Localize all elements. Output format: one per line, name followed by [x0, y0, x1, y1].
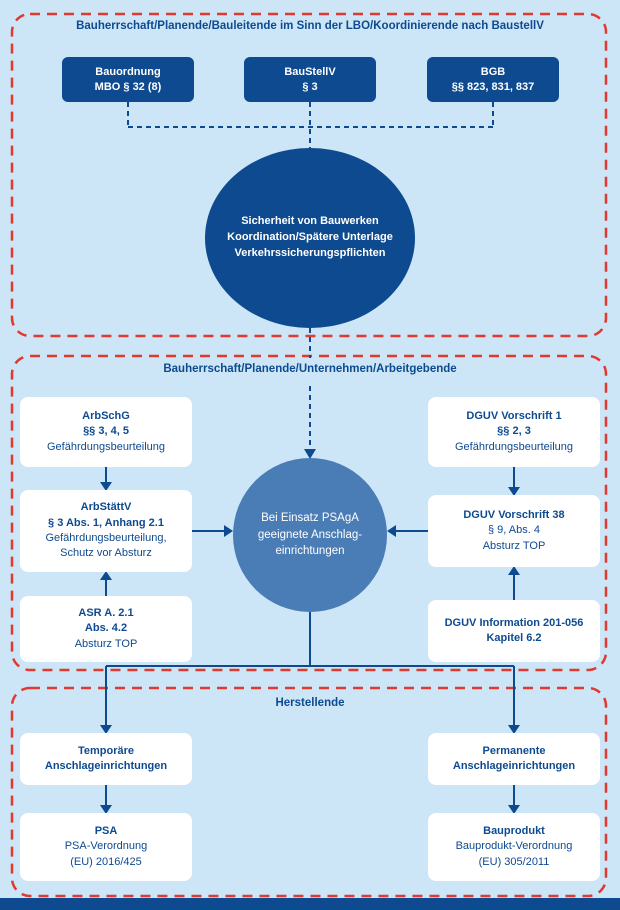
line: Gefährdungsbeurteilung [46, 440, 166, 453]
law-box-bauordnung: Bauordnung MBO § 32 (8) [62, 57, 194, 102]
line: (EU) 2016/425 [70, 855, 142, 868]
line: Bauprodukt [483, 824, 545, 837]
line: Temporäre [77, 744, 135, 757]
box-psa-verordnung: PSA PSA-Verordnung (EU) 2016/425 [20, 813, 192, 881]
line: geeignete Anschlag- [257, 528, 363, 541]
psaga-circle: Bei Einsatz PSAgA geeignete Anschlag- ei… [233, 458, 387, 612]
dashed-arrow-to-circle [304, 328, 316, 459]
circle-to-bottom-connectors [100, 612, 520, 734]
line: Absturz TOP [74, 637, 138, 650]
line: §§ 2, 3 [497, 425, 531, 438]
line: §§ 823, 831, 837 [451, 80, 535, 93]
line: PSA-Verordnung [64, 840, 148, 853]
box-dguv-vorschrift-38: DGUV Vorschrift 38 § 9, Abs. 4 Absturz T… [428, 495, 600, 567]
section-bottom-border [10, 686, 608, 898]
footer-bar [0, 898, 620, 910]
box-permanente-anschlageinrichtungen: Permanente Anschlageinrichtungen [428, 733, 600, 785]
middle-left-arrows [100, 467, 233, 596]
line: DGUV Vorschrift 38 [463, 508, 565, 521]
line: Bauordnung [95, 65, 161, 78]
box-temporaere-anschlageinrichtungen: Temporäre Anschlageinrichtungen [20, 733, 192, 785]
line: ArbStättV [80, 501, 132, 514]
line: Koordination/Spätere Unterlage [227, 231, 393, 244]
box-asr: ASR A. 2.1 Abs. 4.2 Absturz TOP [20, 596, 192, 662]
line: Abs. 4.2 [84, 622, 128, 635]
line: Sicherheit von Bauwerken [241, 215, 379, 228]
line: Anschlageinrichtungen [44, 760, 168, 772]
line: MBO § 32 (8) [94, 80, 162, 93]
bottom-arrows [100, 785, 520, 814]
line: Gefährdungsbeurteilung, [45, 532, 167, 544]
box-dguv-vorschrift-1: DGUV Vorschrift 1 §§ 2, 3 Gefährdungsbeu… [428, 397, 600, 467]
section-top-title: Bauherrschaft/Planende/Bauleitende im Si… [76, 20, 544, 32]
line: BauStellV [284, 65, 336, 78]
line: § 3 [302, 80, 318, 93]
line: Permanente [482, 744, 546, 757]
box-dguv-information: DGUV Information 201-056 Kapitel 6.2 [428, 600, 600, 662]
line: ArbSchG [82, 409, 130, 422]
top-dashed-connectors [127, 102, 494, 150]
law-box-bgb: BGB §§ 823, 831, 837 [427, 57, 559, 102]
law-box-baustellv: BauStellV § 3 [244, 57, 376, 102]
line: Anschlageinrichtungen [452, 760, 576, 772]
section-middle-title: Bauherrschaft/Planende/Unternehmen/Arbei… [163, 363, 457, 375]
line: § 3 Abs. 1, Anhang 2.1 [48, 516, 164, 529]
box-arbschg: ArbSchG §§ 3, 4, 5 Gefährdungsbeurteilun… [20, 397, 192, 467]
line: PSA [94, 824, 118, 837]
line: Bauprodukt-Verordnung [455, 840, 573, 853]
line: BGB [480, 65, 506, 78]
box-arbstaettv: ArbStättV § 3 Abs. 1, Anhang 2.1 Gefährd… [20, 490, 192, 572]
line: Kapitel 6.2 [486, 632, 542, 644]
safety-ellipse: Sicherheit von Bauwerken Koordination/Sp… [205, 148, 415, 328]
line: Bei Einsatz PSAgA [261, 511, 359, 524]
line: DGUV Vorschrift 1 [466, 409, 562, 422]
line: §§ 3, 4, 5 [83, 425, 129, 438]
line: Gefährdungsbeurteilung [454, 440, 574, 453]
section-top-border [10, 12, 608, 338]
line: einrichtungen [275, 545, 345, 558]
section-bottom-title: Herstellende [275, 697, 345, 709]
line: Absturz TOP [482, 539, 546, 552]
line: ASR A. 2.1 [78, 606, 134, 619]
box-bauprodukt-verordnung: Bauprodukt Bauprodukt-Verordnung (EU) 30… [428, 813, 600, 881]
line: § 9, Abs. 4 [488, 524, 540, 537]
line: DGUV Information 201-056 [444, 616, 584, 629]
line: (EU) 305/2011 [478, 855, 550, 868]
line: Schutz vor Absturz [60, 547, 152, 560]
line: Verkehrssicherungspflichten [234, 246, 386, 259]
middle-right-arrows [387, 467, 520, 600]
